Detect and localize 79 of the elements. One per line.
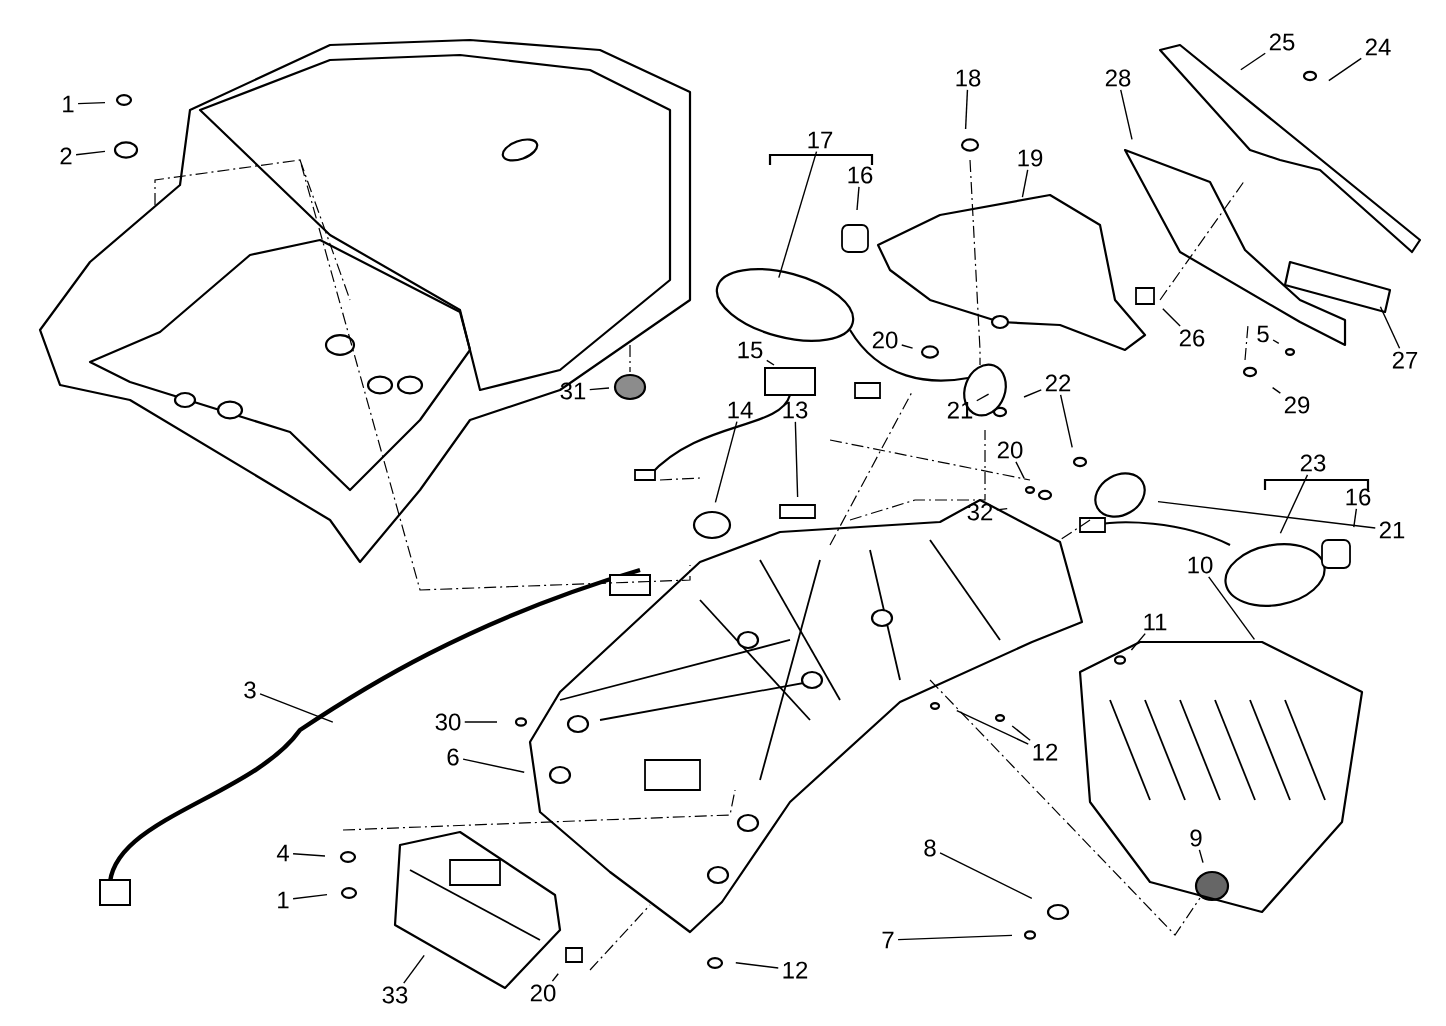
leader-line — [939, 852, 1033, 900]
callout-number: 11 — [1144, 613, 1167, 631]
leader-line — [1059, 394, 1073, 449]
callout-number: 26 — [1179, 329, 1205, 347]
callout-number: 1 — [63, 95, 74, 113]
leader-line — [551, 973, 559, 982]
leader-line — [75, 150, 106, 156]
leader-line — [856, 186, 860, 211]
leader-line — [1353, 508, 1358, 528]
callout-number: 22 — [1045, 374, 1071, 392]
leader-line — [1379, 306, 1401, 349]
leader-line — [976, 393, 990, 402]
leader-line — [996, 507, 1008, 511]
callout-number: 6 — [447, 748, 459, 766]
callout-number: 3 — [244, 681, 256, 699]
callout-number: 21 — [947, 401, 973, 419]
leader-line — [462, 758, 525, 773]
leader-line — [403, 954, 425, 984]
callout-number: 20 — [997, 441, 1023, 459]
leader-line — [1272, 339, 1280, 345]
callout-number: 18 — [956, 69, 981, 87]
callout-number: 15 — [738, 341, 763, 359]
callout-number: 28 — [1105, 69, 1131, 87]
leader-line — [766, 359, 775, 366]
leader-line — [956, 709, 1029, 745]
leader-line — [1271, 386, 1282, 394]
callout-number: 29 — [1284, 396, 1310, 414]
callout-number: 14 — [728, 401, 753, 419]
leader-line — [901, 344, 914, 349]
callout-number: 23 — [1300, 454, 1326, 472]
callout-number: 19 — [1018, 149, 1043, 167]
callout-number: 12 — [783, 961, 808, 979]
callout-number: 2 — [60, 147, 72, 165]
callout-number: 9 — [1190, 829, 1202, 847]
callout-number: 12 — [1033, 743, 1058, 761]
leader-line — [714, 420, 738, 504]
leader-line — [292, 893, 328, 900]
leader-line — [1011, 725, 1031, 741]
leader-line — [259, 693, 334, 723]
leader-line — [778, 150, 818, 279]
callout-number: 20 — [530, 984, 556, 1002]
callout-number: 27 — [1392, 351, 1418, 369]
leader-line — [1015, 461, 1025, 480]
callout-number: 7 — [882, 931, 894, 949]
callout-number: 33 — [382, 986, 408, 1004]
callout-number: 16 — [848, 166, 873, 184]
callout-number: 30 — [435, 713, 461, 731]
callout-number: 4 — [276, 844, 289, 862]
leader-line — [1162, 308, 1181, 327]
leader-line — [964, 89, 969, 130]
callout-number: 10 — [1188, 556, 1213, 574]
callout-number: 13 — [783, 401, 808, 419]
leader-line — [1279, 474, 1309, 534]
leader-line — [292, 853, 326, 857]
leader-line — [1023, 389, 1042, 398]
callout-number: 8 — [924, 839, 936, 857]
leader-line — [794, 421, 799, 498]
callout-number: 24 — [1365, 38, 1391, 56]
leader-line — [1021, 169, 1029, 198]
leader-line — [897, 934, 1013, 941]
callout-number: 16 — [1346, 488, 1371, 506]
leader-line — [1198, 849, 1204, 864]
leader-line — [77, 101, 106, 105]
callout-number: 31 — [560, 382, 586, 400]
callout-number: 20 — [872, 331, 898, 349]
leader-line — [1240, 52, 1266, 71]
leader-line — [1130, 632, 1146, 651]
callout-number: 1 — [278, 891, 289, 909]
leader-line — [589, 387, 610, 391]
callout-number: 17 — [808, 131, 833, 149]
leader-line — [1328, 57, 1362, 82]
leader-line — [735, 962, 779, 969]
callout-number: 25 — [1269, 33, 1295, 51]
callout-number: 21 — [1379, 521, 1405, 539]
leader-line — [1208, 576, 1256, 641]
leader-line — [1120, 89, 1133, 141]
callout-number: 5 — [1257, 325, 1269, 343]
leader-line — [464, 721, 498, 723]
leader-line — [1157, 500, 1376, 529]
